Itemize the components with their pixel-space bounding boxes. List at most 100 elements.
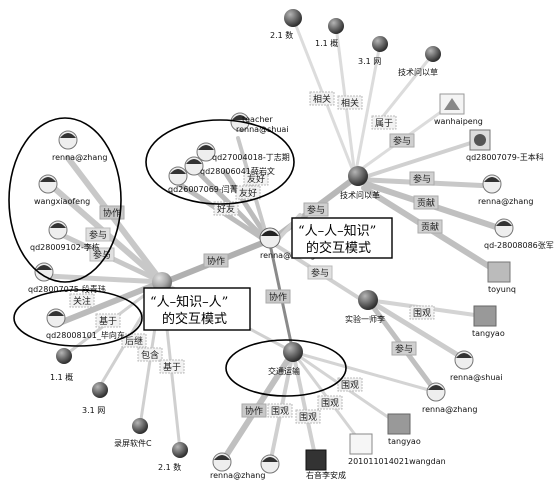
svg-text:相关: 相关 bbox=[313, 93, 331, 105]
svg-text:录屏软件C: 录屏软件C bbox=[114, 438, 152, 448]
avatar-renna-center[interactable]: renna@zhang bbox=[259, 227, 315, 260]
node-jiaotong[interactable]: 交通运输 bbox=[268, 342, 303, 376]
svg-text:qd26007069-闫菁: qd26007069-闫菁 bbox=[168, 184, 238, 194]
avatar-tangyao-bottom[interactable]: tangyao bbox=[387, 413, 421, 446]
edge-labels: 相关 相关 属于 参与 参与 贡献 贡献 参与 参与 友好 友好 好友 协作 协… bbox=[69, 91, 443, 424]
svg-text:协作: 协作 bbox=[269, 291, 287, 303]
avatar-qd7007069[interactable]: qd26007069-闫菁 bbox=[168, 166, 238, 194]
group-ellipses bbox=[8, 117, 347, 397]
node-n21b[interactable]: 2.1 数 bbox=[158, 442, 188, 472]
svg-text:的交互模式: 的交互模式 bbox=[306, 240, 371, 256]
avatar-renna-zhang-top[interactable]: teacher renna@shuai bbox=[230, 112, 289, 134]
avatar-renna-zhang-right[interactable]: renna@zhang bbox=[478, 174, 533, 206]
avatar-renna-shuai-bottom[interactable] bbox=[260, 454, 280, 474]
ellipse-left-collaborators bbox=[8, 117, 122, 283]
svg-text:“人–人–知识”: “人–人–知识” bbox=[298, 223, 376, 239]
svg-text:renna@zhang: renna@zhang bbox=[478, 197, 533, 206]
edge-label-weiguan2: 围观 bbox=[337, 377, 363, 392]
avatar-qd7004018[interactable]: qd27004018-丁志期 bbox=[196, 142, 290, 162]
svg-text:qd28007075-段青玮: qd28007075-段青玮 bbox=[28, 284, 106, 294]
svg-text:基于: 基于 bbox=[163, 361, 181, 373]
svg-text:toyunq: toyunq bbox=[488, 285, 516, 294]
edge-label-xiezuo-mid: 协作 bbox=[203, 253, 229, 268]
svg-text:renna@zhang: renna@zhang bbox=[210, 471, 265, 480]
svg-text:qd28007079-王本科: qd28007079-王本科 bbox=[466, 152, 544, 162]
edge-label-shuyu: 属于 bbox=[371, 115, 397, 130]
avatar-qd8007075[interactable]: qd28007075-段青玮 bbox=[28, 262, 106, 294]
edge-label-canyu-r2: 参与 bbox=[391, 341, 417, 356]
svg-text:参与: 参与 bbox=[395, 343, 413, 355]
node-n11a[interactable]: 1.1 概 bbox=[315, 18, 344, 48]
svg-text:技术问以草: 技术问以草 bbox=[398, 67, 438, 77]
svg-text:相关: 相关 bbox=[341, 97, 359, 109]
edge-label-baohan: 包含 bbox=[137, 347, 163, 362]
svg-text:实验一师李: 实验一师李 bbox=[345, 314, 385, 324]
svg-text:1.1 概: 1.1 概 bbox=[50, 372, 73, 382]
node-n21a[interactable]: 2.1 数 bbox=[270, 9, 302, 40]
edge-label-youhao2: 友好 bbox=[235, 185, 261, 200]
avatar-renna-zhang-lower[interactable]: renna@zhang bbox=[422, 382, 477, 414]
avatar-lumian[interactable]: 右音李安成 bbox=[305, 449, 346, 480]
edge-label-xiangguan1: 相关 bbox=[309, 91, 335, 106]
edge-label-gongxian2: 贡献 bbox=[417, 219, 443, 234]
edge-label-canyu-top: 参与 bbox=[389, 133, 415, 148]
svg-text:teacher: teacher bbox=[242, 115, 273, 124]
node-tech-top[interactable]: 技术问以草 bbox=[398, 46, 441, 77]
edge-label-xiezuo-down: 协作 bbox=[265, 289, 291, 304]
svg-text:2.1 数: 2.1 数 bbox=[158, 462, 181, 472]
svg-text:围观: 围观 bbox=[271, 406, 289, 417]
avatar-qd8007079[interactable]: qd28007079-王本科 bbox=[466, 129, 544, 162]
edge-label-canyu-low: 参与 bbox=[307, 265, 333, 280]
node-knowledge-center[interactable] bbox=[152, 272, 172, 292]
svg-text:2.1 数: 2.1 数 bbox=[270, 30, 293, 40]
avatar-wanhaipeng[interactable]: wanhaipeng bbox=[434, 93, 483, 126]
node-shiyan[interactable]: 实验一师李 bbox=[345, 290, 385, 324]
edge-label-youhao1: 友好 bbox=[243, 171, 269, 186]
svg-text:renna@zhang: renna@zhang bbox=[422, 405, 477, 414]
svg-text:参与: 参与 bbox=[311, 267, 329, 279]
svg-text:交通运输: 交通运输 bbox=[268, 366, 300, 376]
svg-text:3.1 网: 3.1 网 bbox=[358, 57, 381, 66]
ellipse-bottom-left bbox=[13, 289, 143, 347]
edge-label-guanzhu: 关注 bbox=[69, 293, 95, 308]
svg-text:协作: 协作 bbox=[103, 207, 121, 219]
edge-label-xiezuo-bottom: 协作 bbox=[241, 403, 267, 418]
avatar-wangdan[interactable]: 201011014021wangdan bbox=[348, 433, 446, 466]
avatar-tangyao-top[interactable]: tangyao bbox=[472, 305, 505, 338]
avatar-wangxiaofeng[interactable]: wangxiaofeng bbox=[34, 174, 90, 206]
svg-text:参与: 参与 bbox=[93, 249, 111, 261]
edge-label-canyu-left: 参与 bbox=[85, 227, 111, 242]
edge-label-weiguan1: 围观 bbox=[409, 305, 435, 320]
svg-text:1.1 概: 1.1 概 bbox=[315, 38, 338, 48]
node-n31a[interactable]: 3.1 网 bbox=[358, 36, 388, 66]
svg-text:协作: 协作 bbox=[245, 405, 263, 417]
avatar-renna-zhang-left[interactable]: renna@zhang bbox=[52, 130, 107, 162]
edge-label-canyu-r1: 参与 bbox=[409, 171, 435, 186]
node-n11b[interactable]: 1.1 概 bbox=[50, 348, 73, 382]
avatar-qd8008086[interactable]: qd-28008086张军 bbox=[484, 218, 554, 250]
node-tech-right[interactable]: 技术问以革 bbox=[340, 166, 380, 200]
svg-text:协作: 协作 bbox=[207, 255, 225, 267]
svg-text:qd-28008086张军: qd-28008086张军 bbox=[484, 241, 554, 250]
avatar-renna-shuai-right[interactable]: renna@shuai bbox=[450, 350, 503, 382]
svg-text:参与: 参与 bbox=[393, 135, 411, 147]
svg-text:围观: 围观 bbox=[413, 308, 431, 319]
avatar-qd8009102[interactable]: qd28009102-李栋 bbox=[30, 220, 100, 252]
edge-label-canyu-mid: 参与 bbox=[303, 202, 329, 217]
edge-label-weiguan5: 围观 bbox=[267, 403, 293, 418]
avatar-qd8008101[interactable]: qd28008101_毕向东 bbox=[46, 308, 125, 340]
svg-text:围观: 围观 bbox=[321, 398, 339, 409]
ellipse-top-friends bbox=[145, 119, 295, 205]
node-luping[interactable]: 录屏软件C bbox=[114, 418, 152, 448]
svg-text:后继: 后继 bbox=[125, 335, 143, 347]
node-n31b[interactable]: 3.1 网 bbox=[82, 382, 108, 415]
edge-label-weiguan3: 围观 bbox=[317, 395, 343, 410]
svg-text:qd27004018-丁志期: qd27004018-丁志期 bbox=[212, 152, 290, 162]
edge-label-gongxian1: 贡献 bbox=[413, 195, 439, 210]
avatar-toyunq[interactable]: toyunq bbox=[487, 261, 516, 294]
svg-text:renna@zhang: renna@zhang bbox=[260, 251, 315, 260]
svg-text:友好: 友好 bbox=[247, 173, 265, 185]
avatar-renna-zhang-bottom[interactable]: renna@zhang bbox=[210, 452, 265, 480]
avatar-qd8006041[interactable]: qd28006041薛岩文 bbox=[184, 156, 275, 176]
